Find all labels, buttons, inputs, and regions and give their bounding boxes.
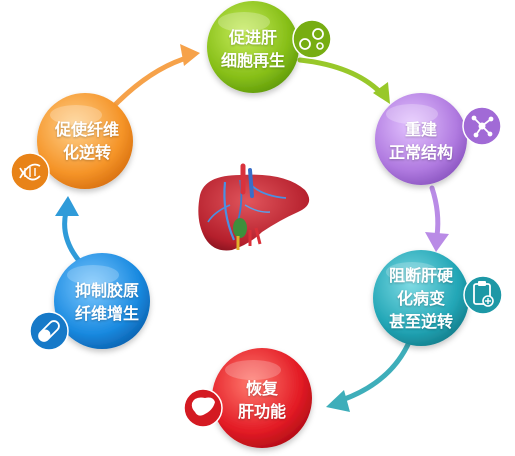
- node-text-line: 重建: [404, 120, 437, 139]
- node-text-line: 肝功能: [237, 402, 286, 421]
- node-label-promote-liver-regeneration: 促进肝 细胞再生: [203, 26, 303, 72]
- node-circle-orange: [37, 93, 133, 189]
- node-circle-teal: [373, 250, 469, 346]
- node-text-line: 化逆转: [62, 143, 111, 162]
- node-text-line: 抑制胶原: [74, 281, 139, 300]
- cells-icon: [292, 19, 332, 59]
- pill-capsule-icon: [29, 311, 69, 351]
- node-label-block-reverse-cirrhosis: 阻断肝硬 化病变 甚至逆转: [371, 264, 471, 333]
- liver-illustration-icon: [198, 163, 310, 251]
- node-circle-red: [212, 348, 312, 448]
- node-text-line: 恢复: [245, 379, 278, 398]
- node-text-line: 促使纤维: [54, 120, 119, 139]
- node-text-line: 促进肝: [228, 28, 277, 47]
- dna-icon: [10, 152, 50, 192]
- node-label-promote-fiber-degradation: 促使纤维 化逆转: [42, 118, 132, 164]
- node-label-inhibit-collagen: 抑制胶原 纤维增生: [62, 279, 152, 325]
- node-text-line: 细胞再生: [220, 51, 285, 70]
- node-circle-green: [207, 1, 299, 93]
- arrow-purple-to-teal: [425, 185, 449, 252]
- node-text-line: 甚至逆转: [388, 312, 453, 331]
- node-label-rebuild-structure: 重建 正常结构: [371, 118, 471, 164]
- node-text-line: 阻断肝硬: [388, 266, 453, 285]
- molecule-icon: [462, 106, 502, 146]
- node-circle-purple: [375, 93, 467, 185]
- node-text-line: 化病变: [396, 289, 445, 308]
- node-text-line: 纤维增生: [74, 304, 139, 323]
- clipboard-plus-icon: [463, 275, 503, 315]
- node-circle-blue: [54, 253, 150, 349]
- liver-icon: [183, 388, 223, 428]
- arrow-blue-to-orange: [55, 196, 83, 265]
- node-label-restore-liver-function: 恢复 肝功能: [222, 377, 302, 423]
- node-text-line: 正常结构: [388, 143, 453, 162]
- arrow-teal-to-red: [326, 337, 413, 412]
- arrow-orange-to-green: [107, 44, 200, 113]
- arrow-green-to-purple: [297, 57, 390, 104]
